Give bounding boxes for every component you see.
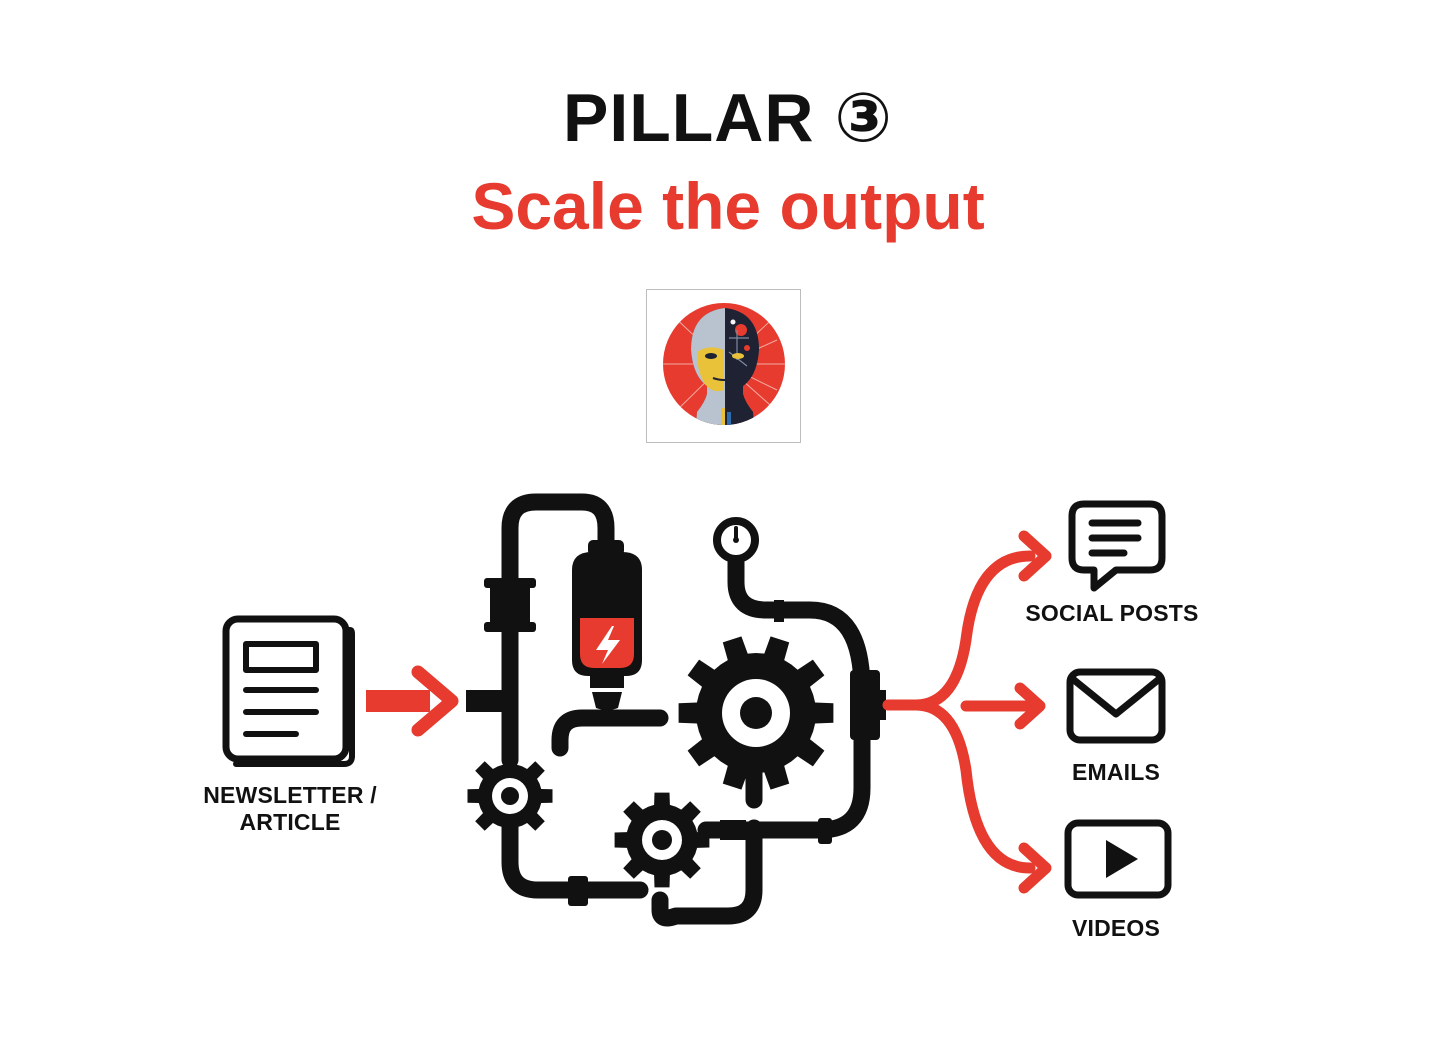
video-play-icon — [1064, 819, 1172, 899]
page-subtitle: Scale the output — [471, 169, 985, 243]
envelope-icon — [1066, 668, 1166, 744]
output-branch-arrows — [882, 530, 1052, 894]
input-label-line2: ARTICLE — [239, 809, 341, 835]
output-label-videos: VIDEOS — [1071, 915, 1161, 941]
page-title: PILLAR ③ — [562, 80, 893, 156]
document-icon — [222, 615, 355, 767]
gear-hub — [652, 830, 672, 850]
chat-bubble-icon — [1068, 500, 1166, 592]
output-label-emails: EMAILS — [1071, 759, 1161, 785]
gear-medium-icon — [614, 792, 710, 888]
gear-hub — [501, 787, 519, 805]
gear-small-left-icon — [467, 753, 553, 839]
input-arrow — [366, 665, 459, 737]
gear-hub — [740, 697, 772, 729]
ai-face-portrait-icon — [663, 303, 785, 425]
input-label-line1: NEWSLETTER / — [203, 782, 377, 808]
logo-frame — [646, 289, 801, 443]
output-label-social-posts: SOCIAL POSTS — [1025, 600, 1199, 626]
pipes-and-gears-machine-icon — [466, 493, 886, 927]
gear-large-icon — [678, 636, 834, 790]
